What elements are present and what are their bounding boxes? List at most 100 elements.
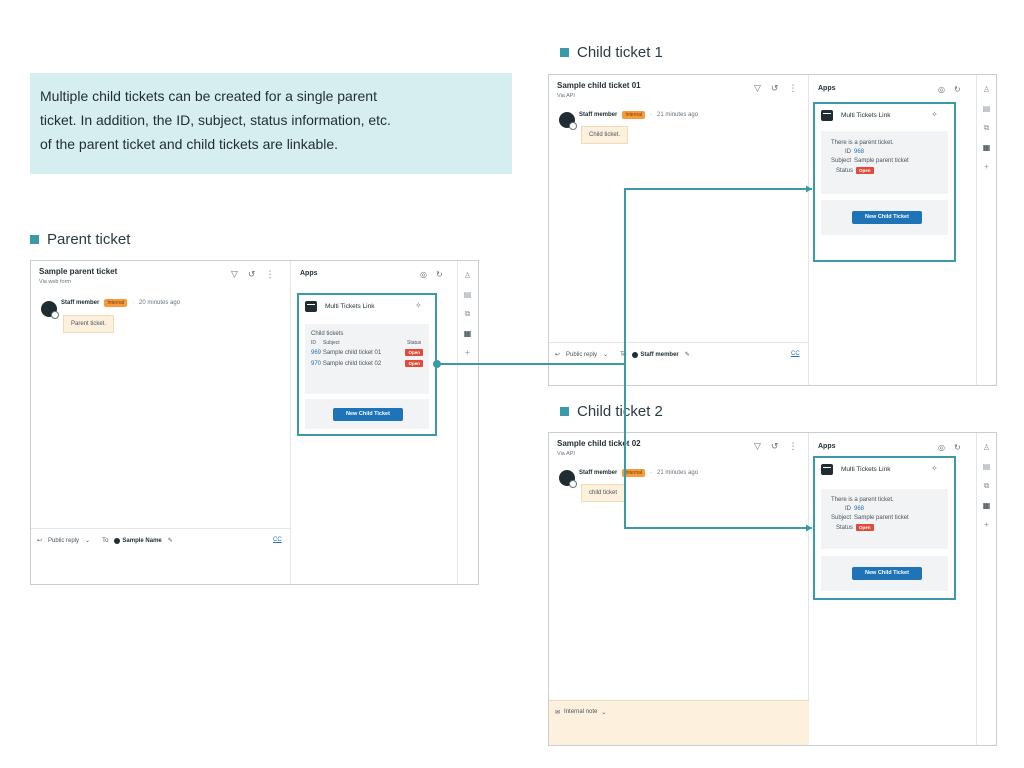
chevron-down-icon[interactable]: ⌄ <box>85 538 91 544</box>
internal-note-composer[interactable]: ✉ Internal note ⌄ <box>549 700 809 745</box>
chevron-down-icon[interactable]: ⌄ <box>603 352 609 358</box>
cc-link[interactable]: CC <box>791 351 800 357</box>
app-name: Multi Tickets Link <box>841 112 891 119</box>
add-icon[interactable]: + <box>465 348 470 357</box>
eye-icon[interactable]: ◎ <box>420 270 427 279</box>
parent-link-heading: There is a parent ticket. <box>831 497 894 503</box>
eye-icon[interactable]: ◎ <box>938 443 945 452</box>
parent-id-row: ID 968 <box>845 149 938 155</box>
apps-grid-icon[interactable]: ▦ <box>982 143 991 152</box>
square-bullet-icon <box>30 235 39 244</box>
more-options-icon[interactable]: ⋮ <box>788 83 798 93</box>
user-icon[interactable]: ♙ <box>463 271 472 280</box>
app-title-row: Multi Tickets Link <box>821 464 891 475</box>
filter-icon[interactable]: ▽ <box>754 83 761 93</box>
apps-header-icons: ◎ ↻ <box>420 270 443 279</box>
callout-line-1: Multiple child tickets can be created fo… <box>40 88 377 104</box>
public-reply-select[interactable]: Public reply <box>48 537 80 544</box>
linked-tickets-icon[interactable]: ⧉ <box>983 481 990 490</box>
ticket-via: Via web form <box>39 279 71 285</box>
internal-note-row: ✉ Internal note ⌄ <box>555 709 606 716</box>
table-row[interactable]: 969 Sample child ticket 01 Open <box>311 349 423 356</box>
right-sidebar-rail: ♙ ▤ ⧉ ▦ + <box>457 261 477 584</box>
bullet-separator: · <box>650 470 653 476</box>
message-header: Staff member Internal · 21 minutes ago <box>579 111 698 119</box>
public-reply-select[interactable]: Public reply <box>566 351 598 358</box>
child-ticket-id-link[interactable]: 970 <box>311 360 322 367</box>
message-bubble: Parent ticket. <box>63 315 115 333</box>
internal-note-select[interactable]: Internal note <box>564 709 598 715</box>
reply-composer[interactable]: ↩ Public reply ⌄ To Staff member ✎ CC <box>549 342 808 385</box>
more-options-icon[interactable]: ⋮ <box>265 269 275 279</box>
callout-line-3: of the parent ticket and child tickets a… <box>40 136 339 152</box>
reply-composer[interactable]: ↩ Public reply ⌄ To Sample Name ✎ CC <box>31 528 290 584</box>
eye-icon[interactable]: ◎ <box>938 85 945 94</box>
child-tickets-heading: Child tickets <box>311 331 344 337</box>
child-ticket-2-label: Child ticket 2 <box>577 403 663 420</box>
multi-tickets-link-app-card: Multi Tickets Link ✧ Child tickets ID Su… <box>297 293 437 436</box>
filter-icon[interactable]: ▽ <box>231 269 238 279</box>
message-author: Staff member <box>579 470 618 476</box>
multi-tickets-link-app-card: Multi Tickets Link ✧ There is a parent t… <box>813 456 956 600</box>
status-badge: Open <box>405 349 423 356</box>
more-options-icon[interactable]: ⋮ <box>788 441 798 451</box>
avatar <box>559 112 577 130</box>
knowledge-icon[interactable]: ▤ <box>982 104 991 113</box>
cc-link[interactable]: CC <box>273 537 282 543</box>
parent-status-row: Status Open <box>836 167 938 174</box>
message-time: 21 minutes ago <box>657 470 699 476</box>
parent-id-link[interactable]: 968 <box>854 506 865 512</box>
app-title-row: Multi Tickets Link <box>305 301 375 312</box>
filter-icon[interactable]: ▽ <box>754 441 761 451</box>
reply-row: ↩ Public reply ⌄ To Staff member ✎ <box>555 351 690 359</box>
connector-origin-dot <box>433 360 441 368</box>
history-icon[interactable]: ↺ <box>770 83 779 93</box>
message-author: Staff member <box>61 300 100 306</box>
pin-icon[interactable]: ✧ <box>931 464 938 473</box>
pin-icon[interactable]: ✧ <box>931 110 938 119</box>
apps-grid-icon[interactable]: ▦ <box>982 501 991 510</box>
history-icon[interactable]: ↺ <box>247 269 256 279</box>
subject-label: Subject <box>831 515 852 521</box>
conversation-pane: Sample child ticket 01 Via API ▽ ↺ ⋮ Sta… <box>549 75 809 385</box>
recipient-chip[interactable]: Sample Name <box>114 538 161 544</box>
parent-subject: Sample parent ticket <box>854 158 909 164</box>
table-row[interactable]: 970 Sample child ticket 02 Open <box>311 360 423 367</box>
edit-pencil-icon[interactable]: ✎ <box>167 538 173 544</box>
user-icon[interactable]: ♙ <box>982 85 991 94</box>
new-child-ticket-button[interactable]: New Child Ticket <box>333 408 403 421</box>
recipient-chip[interactable]: Staff member <box>632 352 678 358</box>
parent-subject-row: Subject Sample parent ticket <box>831 515 938 521</box>
refresh-icon[interactable]: ↻ <box>435 270 443 279</box>
ticket-header-icons: ▽ ↺ ⋮ <box>754 441 797 452</box>
linked-tickets-icon[interactable]: ⧉ <box>983 123 990 132</box>
add-icon[interactable]: + <box>984 520 989 529</box>
refresh-icon[interactable]: ↻ <box>953 443 961 452</box>
internal-badge: Internal <box>622 111 646 119</box>
callout-line-2: ticket. In addition, the ID, subject, st… <box>40 112 391 128</box>
chevron-down-icon[interactable]: ⌄ <box>601 710 607 716</box>
knowledge-icon[interactable]: ▤ <box>982 462 991 471</box>
right-sidebar-rail: ♙ ▤ ⧉ ▦ + <box>976 75 996 385</box>
app-name: Multi Tickets Link <box>325 303 375 310</box>
avatar <box>559 470 577 488</box>
add-icon[interactable]: + <box>984 162 989 171</box>
history-icon[interactable]: ↺ <box>770 441 779 451</box>
new-child-ticket-button[interactable]: New Child Ticket <box>852 567 922 580</box>
apps-grid-icon[interactable]: ▦ <box>463 329 472 338</box>
new-child-ticket-button[interactable]: New Child Ticket <box>852 211 922 224</box>
multi-tickets-link-app-card: Multi Tickets Link ✧ There is a parent t… <box>813 102 956 262</box>
status-badge: Open <box>856 524 874 531</box>
refresh-icon[interactable]: ↻ <box>953 85 961 94</box>
child-ticket-id-link[interactable]: 969 <box>311 349 322 356</box>
edit-pencil-icon[interactable]: ✎ <box>684 352 690 358</box>
child-ticket-subject: Sample child ticket 01 <box>322 349 382 356</box>
user-icon[interactable]: ♙ <box>982 443 991 452</box>
knowledge-icon[interactable]: ▤ <box>463 290 472 299</box>
to-label: To <box>620 351 627 358</box>
parent-ticket-panel: Sample parent ticket Via web form ▽ ↺ ⋮ … <box>30 260 479 585</box>
app-title-row: Multi Tickets Link <box>821 110 891 121</box>
pin-icon[interactable]: ✧ <box>415 301 422 310</box>
parent-id-link[interactable]: 968 <box>854 149 865 155</box>
linked-tickets-icon[interactable]: ⧉ <box>464 309 471 318</box>
